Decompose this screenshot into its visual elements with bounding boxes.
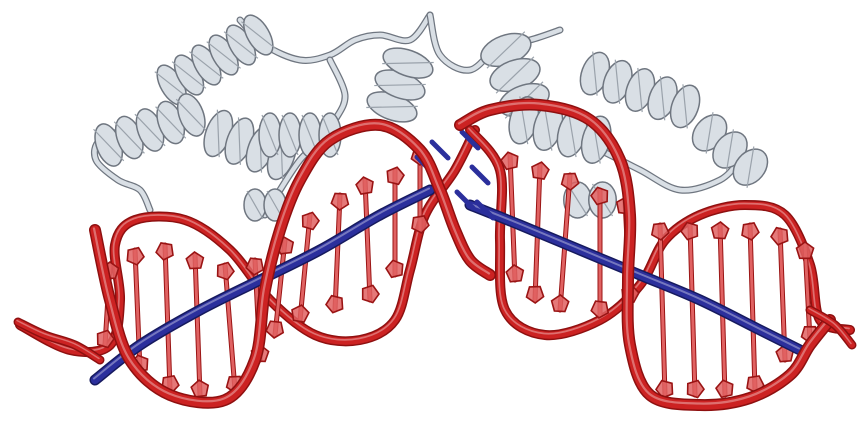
base-rung-8 bbox=[300, 215, 310, 320]
sugar-ring-bottom-19 bbox=[688, 381, 704, 398]
sugar-ring-bottom-20 bbox=[716, 380, 733, 397]
sugar-ring-bottom-11 bbox=[386, 260, 403, 277]
sugar-ring-top-22 bbox=[771, 228, 788, 245]
protein-helix-right-outer bbox=[685, 108, 774, 192]
sugar-ring-bottom-4 bbox=[191, 380, 208, 397]
sugar-ring-bottom-8 bbox=[292, 305, 309, 322]
sugar-ring-bottom-7 bbox=[266, 321, 283, 338]
blue-stub-2 bbox=[432, 142, 448, 158]
sugar-ring-top-5 bbox=[218, 263, 234, 280]
sugar-ring-top-9 bbox=[331, 193, 348, 210]
sugar-ring-bottom-14 bbox=[527, 287, 544, 303]
protein-helix-left-upper bbox=[151, 10, 279, 109]
sugar-ring-bottom-10 bbox=[363, 285, 379, 302]
sugar-ring-top-14 bbox=[532, 162, 549, 179]
sugar-ring-bottom-9 bbox=[326, 296, 343, 313]
sugar-ring-top-2 bbox=[127, 248, 144, 265]
sugar-ring-top-21 bbox=[742, 223, 759, 240]
sugar-ring-bottom-13 bbox=[506, 265, 523, 282]
protein-helix-left-lower bbox=[90, 90, 210, 170]
sugar-ring-top-10 bbox=[356, 177, 373, 194]
blue-stub-4 bbox=[472, 167, 488, 183]
sugar-ring-top-11 bbox=[387, 167, 404, 184]
sugar-ring-top-4 bbox=[186, 252, 203, 269]
sugar-ring-top-3 bbox=[156, 243, 173, 260]
protein-helix-center-left bbox=[363, 42, 437, 128]
sugar-ring-top-20 bbox=[712, 222, 729, 239]
sugar-ring-bottom-15 bbox=[552, 295, 569, 312]
sugar-ring-top-8 bbox=[303, 212, 319, 229]
base-rung-5 bbox=[225, 265, 235, 390]
